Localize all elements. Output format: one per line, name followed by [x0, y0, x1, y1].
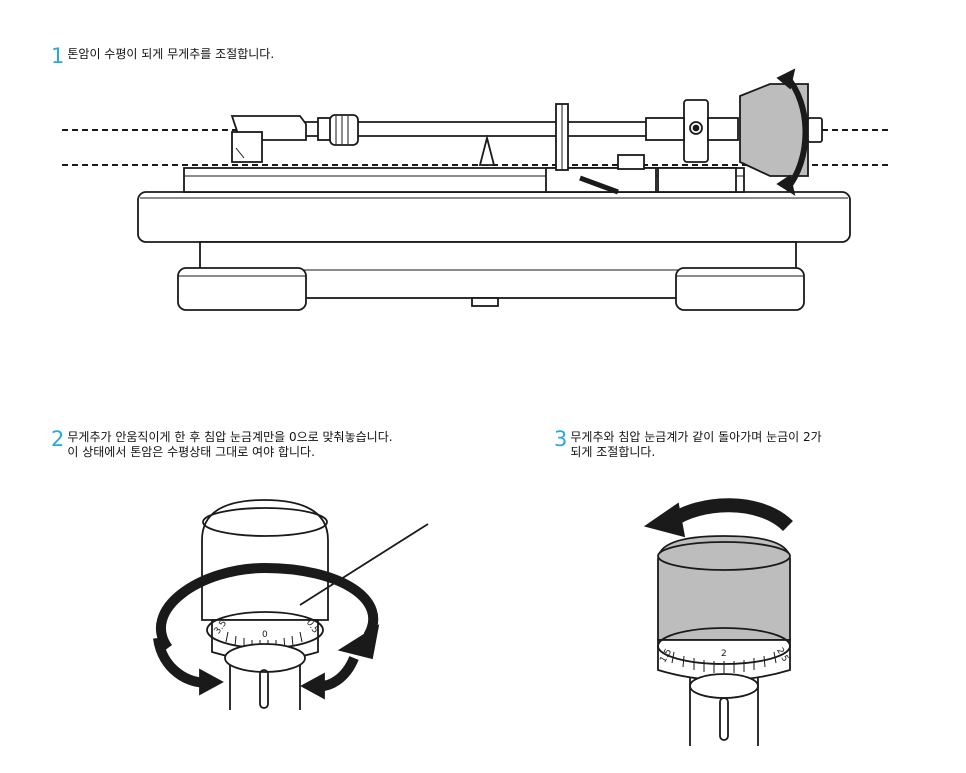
foot-left — [177, 267, 307, 311]
step-2-line-2: 이 상태에서 톤암은 수평상태 그대로 여야 합니다. — [67, 445, 315, 459]
counterweight — [739, 83, 809, 177]
dial-zeroing-illustration: 3.5 0 0.5 — [153, 499, 429, 710]
rotation-arrow-ring — [156, 562, 379, 651]
step-3-line-2: 되게 조절합니다. — [570, 445, 656, 459]
step-1-number: 1 — [51, 44, 65, 68]
foot-right — [675, 267, 805, 311]
turntable-side-view — [62, 68, 890, 311]
step-1-text: 톤암이 수평이 되게 무게추를 조절합니다. — [67, 47, 275, 61]
step-3-number: 3 — [554, 427, 568, 451]
dial2-label-center: 0 — [262, 630, 268, 640]
dial3-label-center: 2 — [721, 649, 727, 659]
step-3-text: 무게추와 침압 눈금계가 같이 돌아가며 눈금이 2가 되게 조절합니다. — [570, 428, 821, 460]
step-3-line-1: 무게추와 침압 눈금계가 같이 돌아가며 눈금이 2가 — [570, 430, 822, 444]
cartridge — [231, 131, 263, 163]
rotation-arrow — [783, 73, 809, 192]
step-1: 1 톤암이 수평이 되게 무게추를 조절합니다. — [51, 45, 274, 67]
rotation-arrow-top — [665, 498, 793, 532]
step-3: 3 무게추와 침압 눈금계가 같이 돌아가며 눈금이 2가 되게 조절합니다. — [554, 428, 822, 460]
plinth — [137, 191, 851, 243]
dial-setting-illustration: 1.5 2 2.5 — [643, 498, 793, 746]
step-2-text: 무게추가 안움직이게 한 후 침압 눈금계만을 0으로 맞춰놓습니다. 이 상태… — [67, 428, 392, 460]
counterweight-body — [201, 499, 329, 621]
step-2-number: 2 — [51, 427, 65, 451]
indicator-line — [299, 523, 429, 606]
step-2: 2 무게추가 안움직이게 한 후 침압 눈금계만을 0으로 맞춰놓습니다. 이 … — [51, 428, 393, 460]
step-2-line-1: 무게추가 안움직이게 한 후 침압 눈금계만을 0으로 맞춰놓습니다. — [67, 430, 393, 444]
tonearm-shaft — [689, 678, 759, 746]
